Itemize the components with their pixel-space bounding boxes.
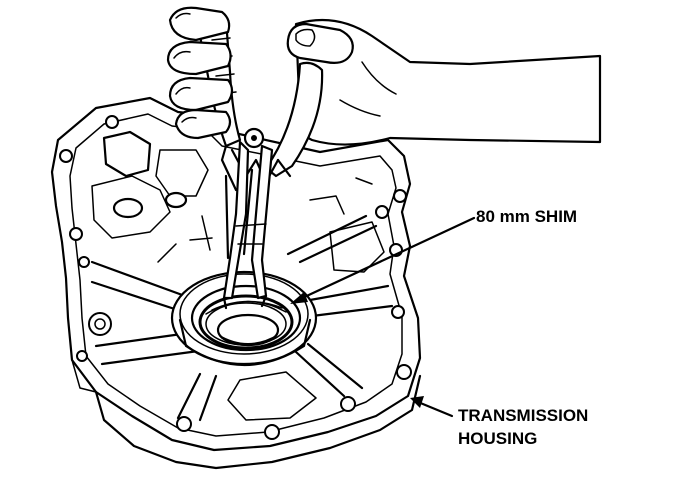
housing-pocket-left (91, 175, 171, 239)
housing-pocket-lower (227, 371, 317, 421)
housing-label-line1: TRANSMISSION (458, 406, 589, 425)
bearing-shadow (218, 334, 278, 346)
bolt-hole (393, 189, 407, 203)
housing-rib (224, 168, 254, 260)
plier-handle-right (264, 61, 324, 178)
housing-pocket-right (329, 221, 385, 273)
bearing-boss-collar (178, 318, 312, 367)
housing-rib (294, 342, 364, 398)
bolt-hole (59, 149, 73, 163)
plier-spring-arm (220, 144, 292, 192)
bore-shadow-line (205, 300, 287, 315)
fingernails (173, 12, 197, 123)
thumb (286, 22, 354, 64)
plier-pivot-pin (251, 135, 257, 141)
bolt-hole (105, 115, 119, 129)
housing-upper-rib (157, 215, 213, 263)
plier-jaw-left (222, 140, 250, 300)
housing-boss (164, 191, 188, 209)
housing-pocket-mid (155, 149, 209, 197)
bolt-hole (396, 364, 412, 380)
bearing-boss-lip (179, 273, 309, 355)
bolt-hole (340, 396, 356, 412)
shim-outer-edge (198, 294, 294, 350)
shim-leader-line (296, 216, 476, 302)
bolt-hole (176, 416, 192, 432)
bolt-hole (76, 350, 88, 362)
plier-tips (222, 294, 268, 310)
bolt-hole (375, 205, 389, 219)
bolt-hole-inner (94, 318, 106, 330)
housing-arrowhead (410, 396, 424, 408)
plier-jaw-detail (235, 223, 267, 245)
finger-middle (166, 40, 232, 76)
housing-wall-edge (71, 359, 97, 393)
housing-side-wall (94, 374, 422, 470)
bolt-hole (69, 227, 83, 241)
hand-knuckle-line (339, 61, 397, 117)
housing-rib (176, 372, 218, 422)
callouts (290, 216, 476, 418)
bolt-hole (391, 305, 405, 319)
thumbnail (295, 28, 316, 47)
finger-ring (168, 76, 234, 112)
bolt-hole (264, 424, 280, 440)
housing-notch (309, 177, 373, 215)
housing-rib (308, 284, 394, 318)
housing-boss (112, 197, 144, 219)
finger-index (168, 6, 231, 42)
housing-leader-line (416, 400, 454, 418)
housing-rib (286, 214, 378, 264)
housing-pocket-upper-left (102, 130, 152, 178)
transmission-housing (50, 96, 422, 470)
shim-arrowhead (290, 292, 308, 304)
finger-pinky (174, 108, 232, 140)
hand-with-pliers (166, 6, 602, 310)
shim-label: 80 mm SHIM (476, 207, 578, 226)
bolt-hole (78, 256, 90, 268)
housing-label-line2: HOUSING (458, 429, 538, 448)
